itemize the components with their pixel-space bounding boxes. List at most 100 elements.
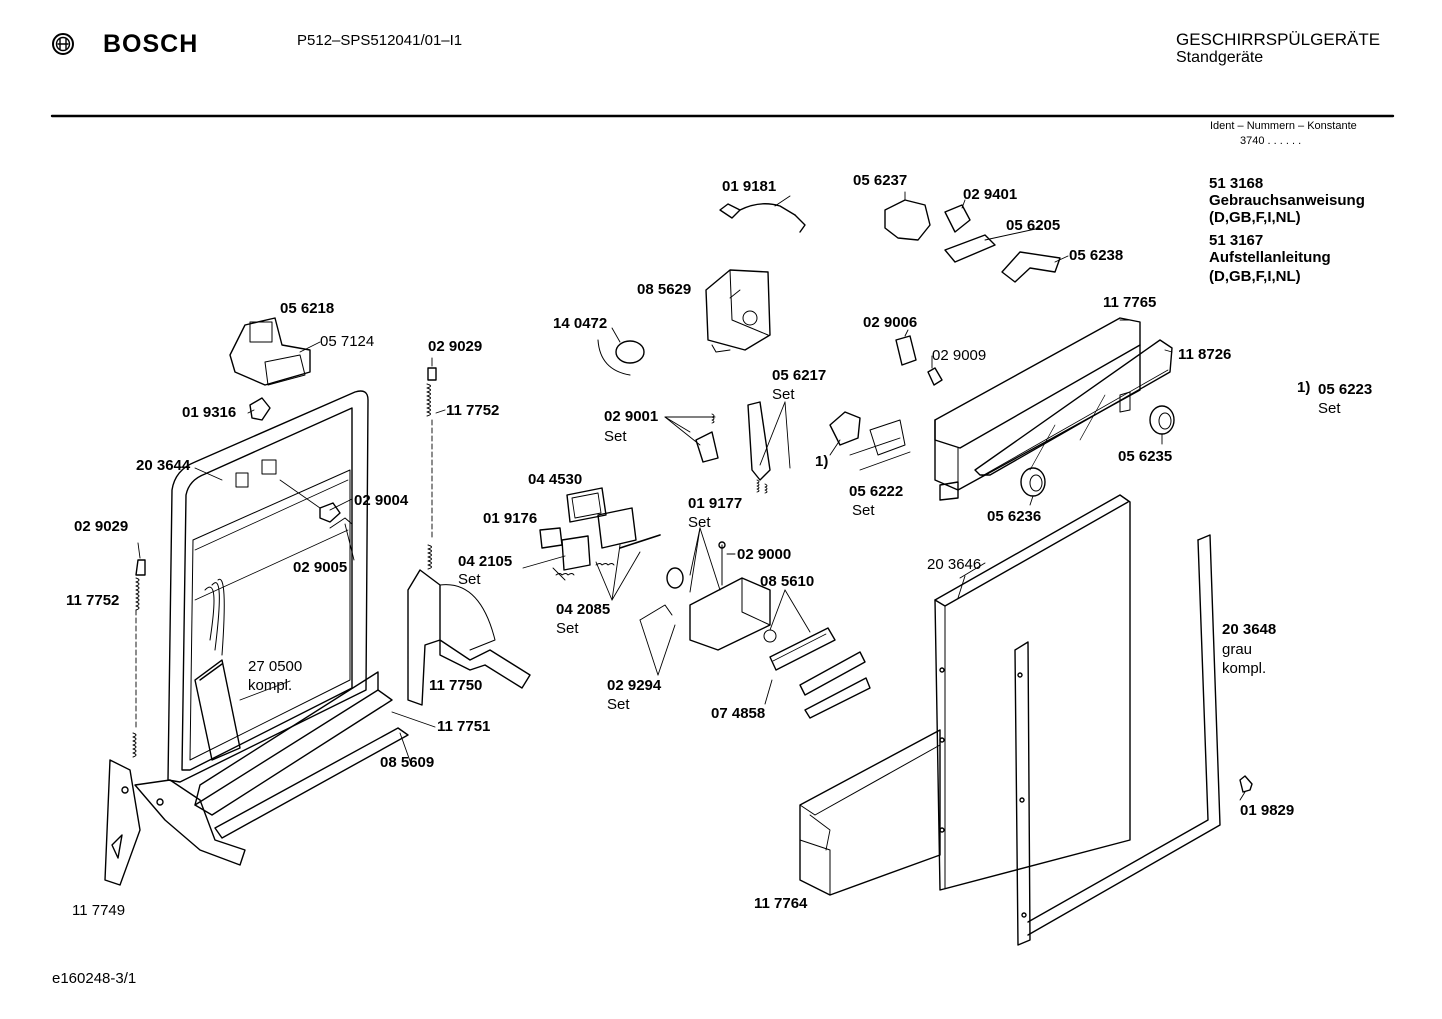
doc1-title: Gebrauchsanweisung [1209,192,1365,209]
selector-set-drawing [830,412,910,470]
knob-056236-drawing [1021,468,1045,496]
part-label: 02 9294 [607,677,662,694]
part-label: 04 2105 [458,553,513,570]
part-label: 02 9001 [604,408,659,425]
relay-drawing [896,336,916,365]
part-label: 08 5610 [760,573,815,590]
plinth-panel-drawing [800,730,940,895]
knob-drawing [598,340,644,375]
part-label: 04 4530 [528,471,583,488]
part-note: Set [1318,400,1341,417]
part-label: 01 9316 [182,404,237,421]
part-label: 08 5609 [380,754,435,771]
part-label: 20 3646 [927,556,982,573]
footnote-ref: 1) [815,453,829,470]
hinge-drawing [105,760,245,885]
part-note: Set [458,571,481,588]
part-label: 01 9829 [1240,802,1295,819]
ident-value: 3740 . . . . . . [1240,135,1302,147]
part-note: Set [607,696,630,713]
doc2-number: 51 3167 [1209,232,1264,249]
spring-center-drawing [427,368,436,569]
inner-door-frame-drawing [168,391,368,782]
outer-door-panel-drawing [935,495,1130,890]
part-label: 11 7750 [429,677,483,694]
category-title: GESCHIRRSPÜLGERÄTE [1176,30,1381,49]
part-note: Set [772,386,795,403]
part-label: 05 6237 [853,172,908,189]
dispenser-lid-drawing [540,488,660,575]
part-label: 11 7752 [66,592,120,609]
part-label: 14 0472 [553,315,608,332]
part-label: 04 2085 [556,601,611,618]
control-panel-drawing [935,318,1172,500]
part-label: 11 7764 [754,895,808,912]
part-label: 05 6218 [280,300,335,317]
drawing-id: e160248-3/1 [52,970,137,987]
model-number: P512–SPS512041/01–I1 [297,32,463,49]
lever-arm-drawing [1002,252,1060,282]
pin-drawing [945,235,995,262]
decor-frame-drawing [1015,535,1220,945]
part-label: 05 6217 [772,367,827,384]
bosch-logo-icon [53,34,73,54]
part-label: 02 9029 [428,338,483,355]
leader-lines [138,192,1245,800]
part-label: 05 6205 [1006,217,1061,234]
timer-motor-drawing [706,270,770,352]
part-label: 20 3644 [136,457,191,474]
part-label: 11 7749 [72,902,126,919]
doc2-title: Aufstellanleitung [1209,249,1331,266]
doc1-number: 51 3168 [1209,175,1264,192]
part-note: grau [1222,641,1253,658]
part-label: 01 9176 [483,510,538,527]
brand-wordmark: BOSCH [103,30,199,58]
part-label: 05 6222 [849,483,904,500]
part-label: 05 6236 [987,508,1042,525]
switch-holder-drawing [230,318,310,385]
part-label: 11 7751 [437,718,491,735]
part-label: 11 7765 [1103,294,1157,311]
doc1-languages: (D,GB,F,I,NL) [1209,209,1301,226]
part-label: 02 9000 [737,546,792,563]
terminal-drawing [280,480,352,528]
part-label: 07 4858 [711,705,766,722]
part-label: 02 9005 [293,559,348,576]
part-label: 02 9006 [863,314,918,331]
part-label: 20 3648 [1222,621,1277,638]
part-note: kompl. [1222,660,1267,677]
part-label: 01 9181 [722,178,777,195]
part-label: 05 7124 [320,333,375,350]
spring-left-drawing [133,560,145,757]
part-label: 01 9177 [688,495,743,512]
part-label: 05 6223 [1318,381,1373,398]
detent-set-drawing [665,414,718,462]
doc2-languages: (D,GB,F,I,NL) [1209,268,1301,285]
part-note: Set [688,514,711,531]
part-note: kompl. [248,677,293,694]
part-label: 11 7752 [446,402,500,419]
part-label: 02 9029 [74,518,129,535]
cap-drawing [250,398,270,420]
part-label: 02 9401 [963,186,1018,203]
screw-019829-drawing [1240,776,1252,792]
part-note: Set [852,502,875,519]
bottom-rail-drawing [195,672,408,838]
part-label: 05 6235 [1118,448,1173,465]
part-label: 27 0500 [248,658,303,675]
clip-drawing [945,205,970,232]
dispenser-unit-drawing [640,542,870,718]
part-label: 05 6238 [1069,247,1124,264]
screw-drawing [928,368,942,385]
part-label: 08 5629 [637,281,692,298]
category-subtitle: Standgeräte [1176,49,1264,66]
footnote-ref: 1) [1297,379,1311,396]
cable-drawing [720,204,805,232]
part-note: Set [604,428,627,445]
part-note: Set [556,620,579,637]
lever-drawing [408,570,530,705]
knob-056235-drawing [1150,406,1174,434]
bracket-drawing [885,200,930,240]
part-label: 11 8726 [1178,346,1232,363]
